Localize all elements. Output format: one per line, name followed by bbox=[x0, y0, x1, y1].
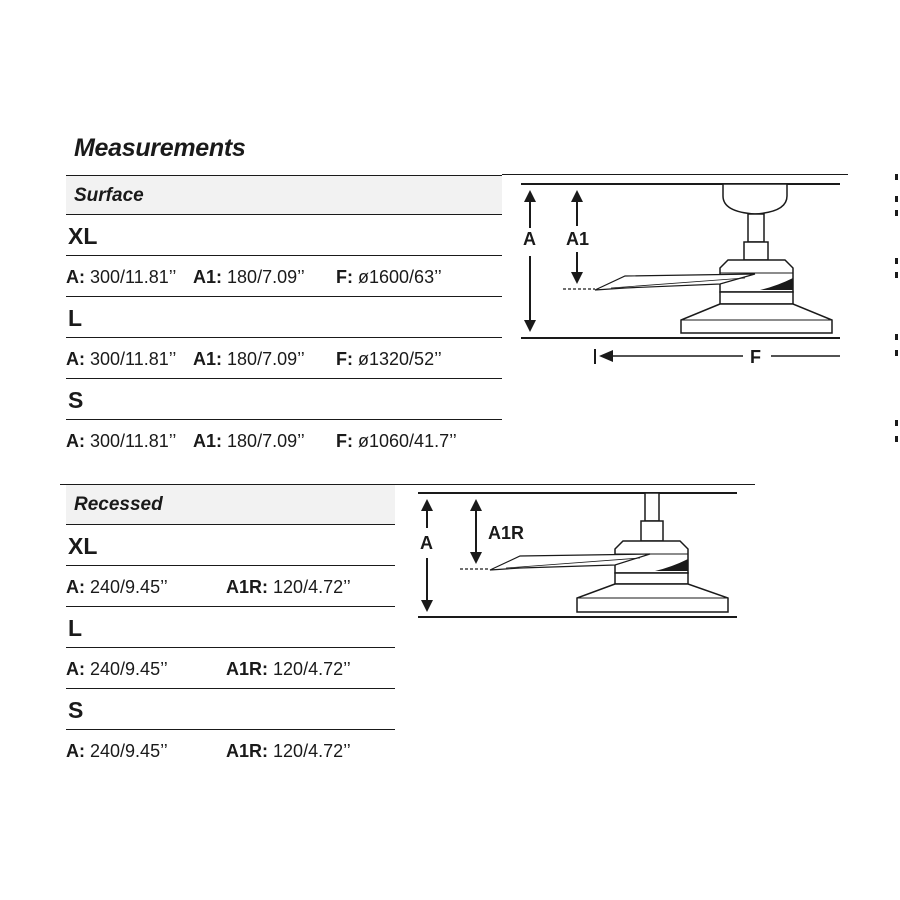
recessed-measure-row-l: A: 240/9.45’’ A1R: 120/4.72’’ bbox=[66, 648, 395, 689]
measure-f: F: ø1320/52’’ bbox=[336, 349, 442, 369]
page-title: Measurements bbox=[74, 134, 246, 162]
size-label: L bbox=[68, 305, 83, 331]
recessed-measure-row-xl: A: 240/9.45’’ A1R: 120/4.72’’ bbox=[66, 566, 395, 607]
recessed-heading: Recessed bbox=[74, 494, 163, 515]
recessed-size-row-s: S bbox=[66, 689, 395, 730]
measure-f: F: ø1060/41.7’’ bbox=[336, 431, 457, 451]
surface-dim-f: F bbox=[750, 347, 761, 367]
recessed-top-rule bbox=[60, 484, 755, 485]
surface-dim-a: A bbox=[523, 229, 536, 249]
recessed-dim-a1r: A1R bbox=[488, 523, 524, 543]
surface-measure-row-xl: A: 300/11.81’’ A1: 180/7.09’’ F: ø1600/6… bbox=[66, 256, 502, 297]
measure-a: A: 240/9.45’’ bbox=[66, 659, 168, 679]
size-label: S bbox=[68, 697, 84, 723]
measure-a1r: A1R: 120/4.72’’ bbox=[226, 577, 351, 597]
measure-a1r: A1R: 120/4.72’’ bbox=[226, 741, 351, 761]
surface-dim-a1: A1 bbox=[566, 229, 589, 249]
recessed-measure-row-s: A: 240/9.45’’ A1R: 120/4.72’’ bbox=[66, 730, 395, 771]
measure-a1: A1: 180/7.09’’ bbox=[193, 267, 305, 287]
recessed-size-row-l: L bbox=[66, 607, 395, 648]
measure-a1r: A1R: 120/4.72’’ bbox=[226, 659, 351, 679]
surface-heading-bar: Surface bbox=[66, 175, 502, 215]
surface-size-row-xl: XL bbox=[66, 215, 502, 256]
measure-a: A: 300/11.81’’ bbox=[66, 431, 177, 451]
recessed-size-row-xl: XL bbox=[66, 525, 395, 566]
edge-crop-marks bbox=[895, 170, 900, 450]
measure-a: A: 240/9.45’’ bbox=[66, 741, 168, 761]
size-label: XL bbox=[68, 533, 98, 559]
recessed-fan-diagram: A A1R bbox=[418, 492, 737, 618]
measure-a1: A1: 180/7.09’’ bbox=[193, 349, 305, 369]
surface-measure-row-l: A: 300/11.81’’ A1: 180/7.09’’ F: ø1320/5… bbox=[66, 338, 502, 379]
surface-size-row-l: L bbox=[66, 297, 502, 338]
surface-heading: Surface bbox=[74, 185, 144, 206]
measure-a: A: 300/11.81’’ bbox=[66, 349, 177, 369]
recessed-dim-a: A bbox=[420, 533, 433, 553]
size-label: L bbox=[68, 615, 83, 641]
surface-measure-row-s: A: 300/11.81’’ A1: 180/7.09’’ F: ø1060/4… bbox=[66, 420, 502, 461]
surface-fan-diagram: A A1 F bbox=[521, 183, 840, 367]
surface-top-rule bbox=[502, 174, 848, 175]
surface-size-row-s: S bbox=[66, 379, 502, 420]
size-label: S bbox=[68, 387, 84, 413]
size-label: XL bbox=[68, 223, 98, 249]
recessed-heading-bar: Recessed bbox=[66, 485, 395, 525]
measure-a: A: 300/11.81’’ bbox=[66, 267, 177, 287]
measure-a1: A1: 180/7.09’’ bbox=[193, 431, 305, 451]
measure-a: A: 240/9.45’’ bbox=[66, 577, 168, 597]
measure-f: F: ø1600/63’’ bbox=[336, 267, 442, 287]
